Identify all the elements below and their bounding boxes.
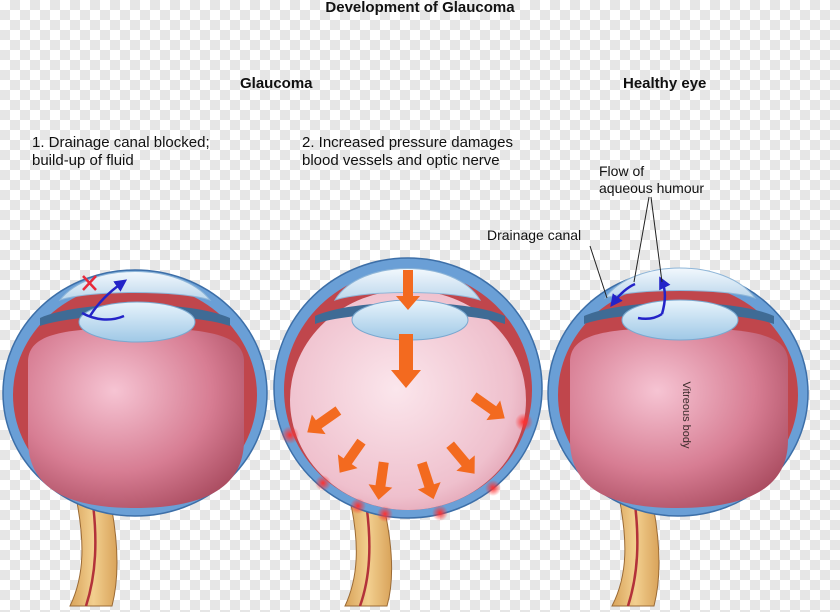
figure-title: Development of Glaucoma [325,0,515,16]
leader-flow-2 [650,196,663,283]
lens [78,301,196,343]
pressure-arrow [446,441,475,474]
pressure-arrow [337,438,366,473]
leader-lines [589,196,663,299]
flow-arrow [88,279,128,317]
pressure-arrow [368,461,393,500]
cornea [58,271,212,302]
label-vitreous-body: Vitreous body [680,381,692,449]
lens [621,299,739,341]
optic-nerve [611,489,660,607]
pressure-arrow [470,392,505,421]
vitreous-body [28,328,244,508]
pressure-arrows [307,270,505,500]
heading-glaucoma: Glaucoma [240,75,313,92]
blocked-x-mark [82,275,97,291]
heading-healthy-eye: Healthy eye [623,75,707,92]
caption-step-1: 1. Drainage canal blocked; build-up of f… [32,134,210,169]
eye-glaucoma-step-1 [2,269,268,607]
leader-drainage-canal [589,245,608,299]
flow-arrow-tail [637,312,663,321]
flow-arrow-tail [81,311,125,321]
pressure-damage-spots [281,413,533,522]
flow-arrow-out [610,282,636,307]
pressure-arrow [417,461,441,500]
label-drainage-canal: Drainage canal [487,227,582,243]
pressure-arrow [396,270,420,310]
eye-glaucoma-step-2 [273,257,543,607]
pressure-arrow [307,406,342,435]
optic-nerve [69,489,118,607]
leader-flow-1 [633,196,650,283]
vitreous-body [570,328,788,508]
label-flow-aqueous-humour: Flow of aqueous humour [599,163,705,196]
cornea [603,267,757,299]
eye-healthy: Vitreous body [547,267,809,607]
flow-arrow-up [659,276,671,315]
retinal-vessel [358,501,371,607]
caption-step-2: 2. Increased pressure damages blood vess… [302,134,513,169]
pressure-arrow [391,334,421,388]
